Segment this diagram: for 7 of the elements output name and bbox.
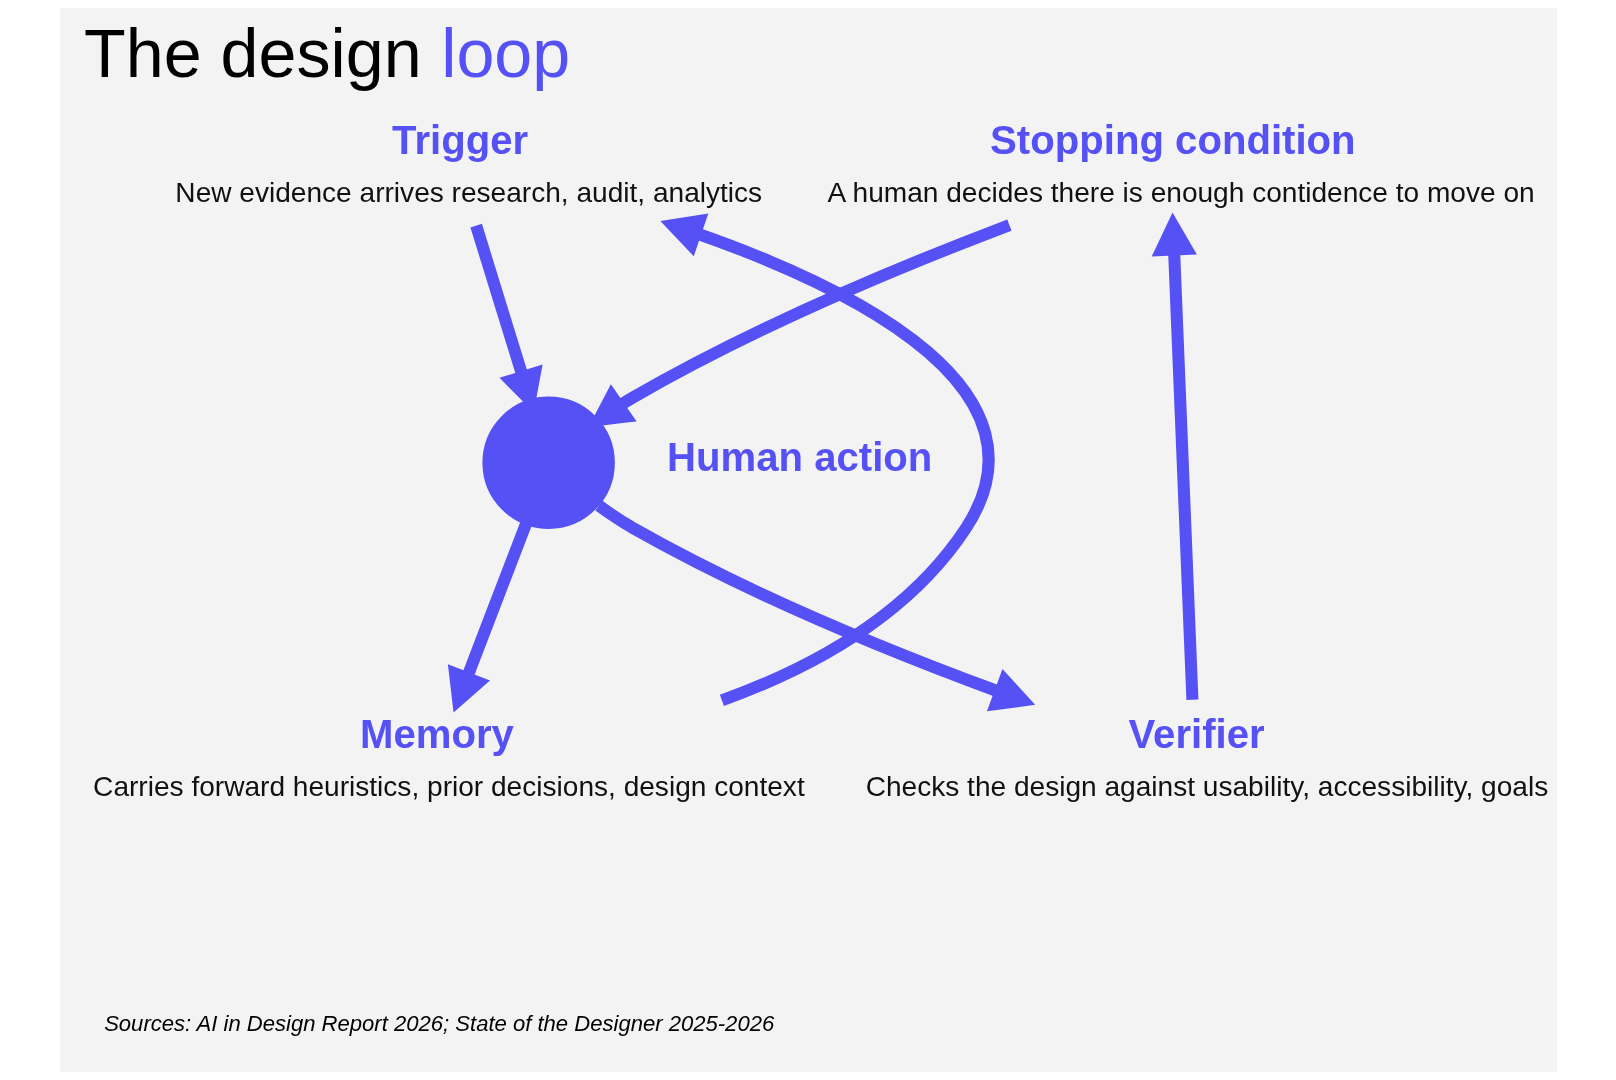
node-text: Trigger New evidence arrives research, audit, analytics [174,117,762,209]
diagram-title: The design loop [83,14,570,91]
node-text: Stopping condition A human decides there is enough contidence to move on [827,117,1535,209]
node-label: Human action [666,434,932,480]
node-text: Verifier Checks the design against usability, accessibility, goals [865,711,1548,803]
caption: Sources: AI in Design Report 2026; State of the Designer 2025-2026 [103,1011,774,1037]
node-text: Memory Carries forward heuristics, prior decisions, design context [92,711,805,803]
